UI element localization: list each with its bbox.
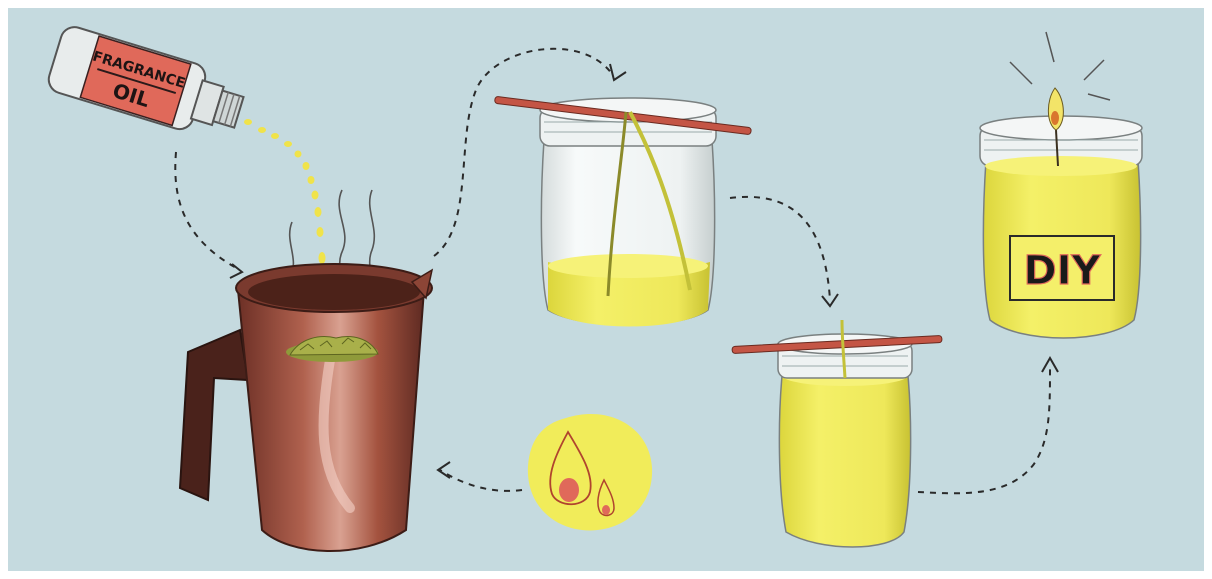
flame-icon bbox=[528, 414, 652, 530]
diy-label-text: DIY bbox=[1023, 248, 1101, 294]
